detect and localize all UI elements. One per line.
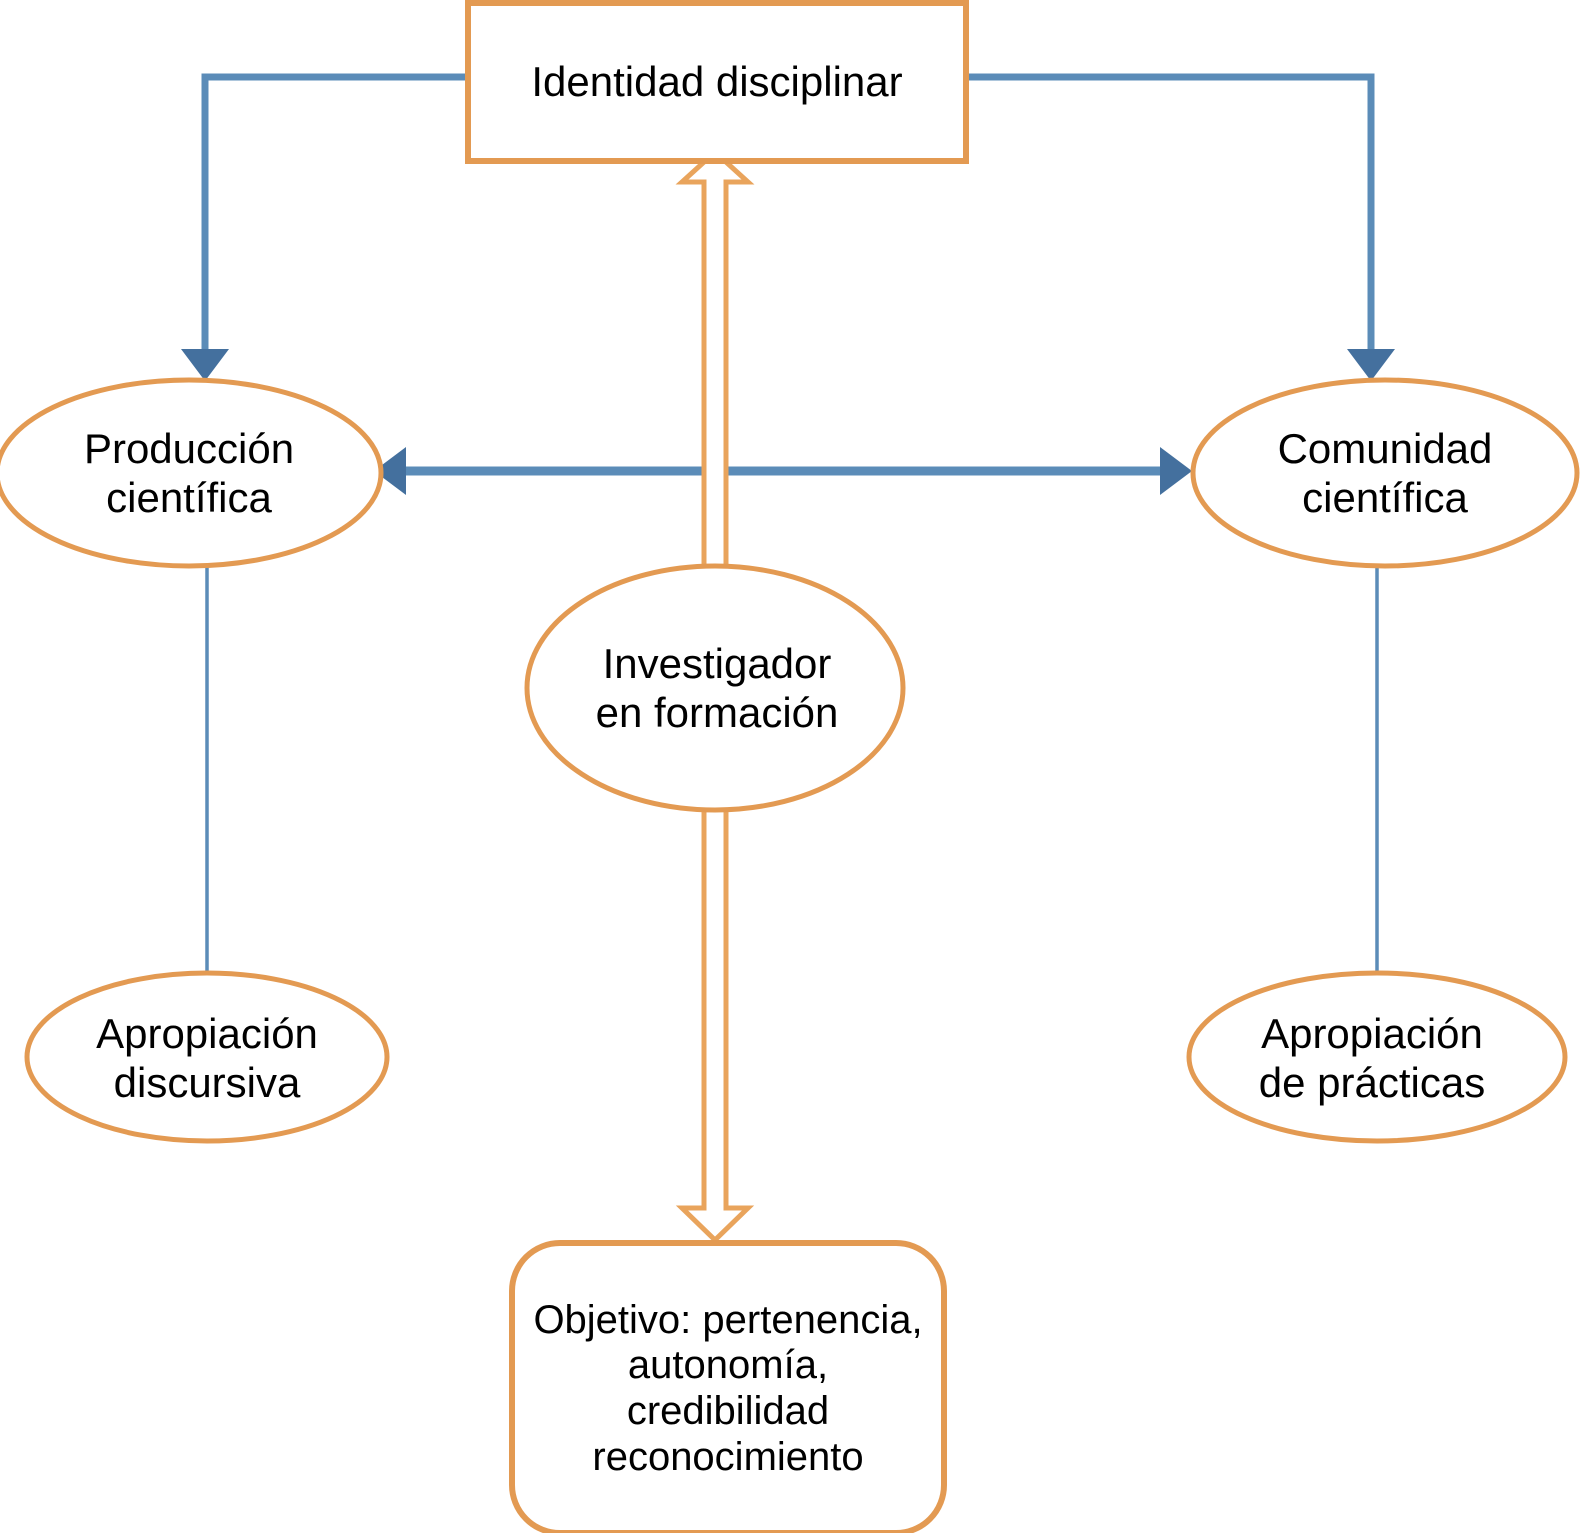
- connector-produccion-comunidad: [374, 447, 1192, 495]
- node-investigador-en-formacion[interactable]: [524, 563, 906, 813]
- node-produccion-cientifica[interactable]: [0, 377, 384, 569]
- node-objetivo[interactable]: [509, 1240, 947, 1533]
- node-comunidad-cientifica[interactable]: [1190, 377, 1580, 569]
- node-apropiacion-de-practicas[interactable]: [1186, 970, 1568, 1144]
- node-identidad-disciplinar[interactable]: [465, 0, 969, 164]
- connector-identidad-to-produccion: [181, 73, 468, 381]
- node-apropiacion-discursiva[interactable]: [24, 970, 390, 1144]
- connector-identidad-to-comunidad: [966, 73, 1395, 381]
